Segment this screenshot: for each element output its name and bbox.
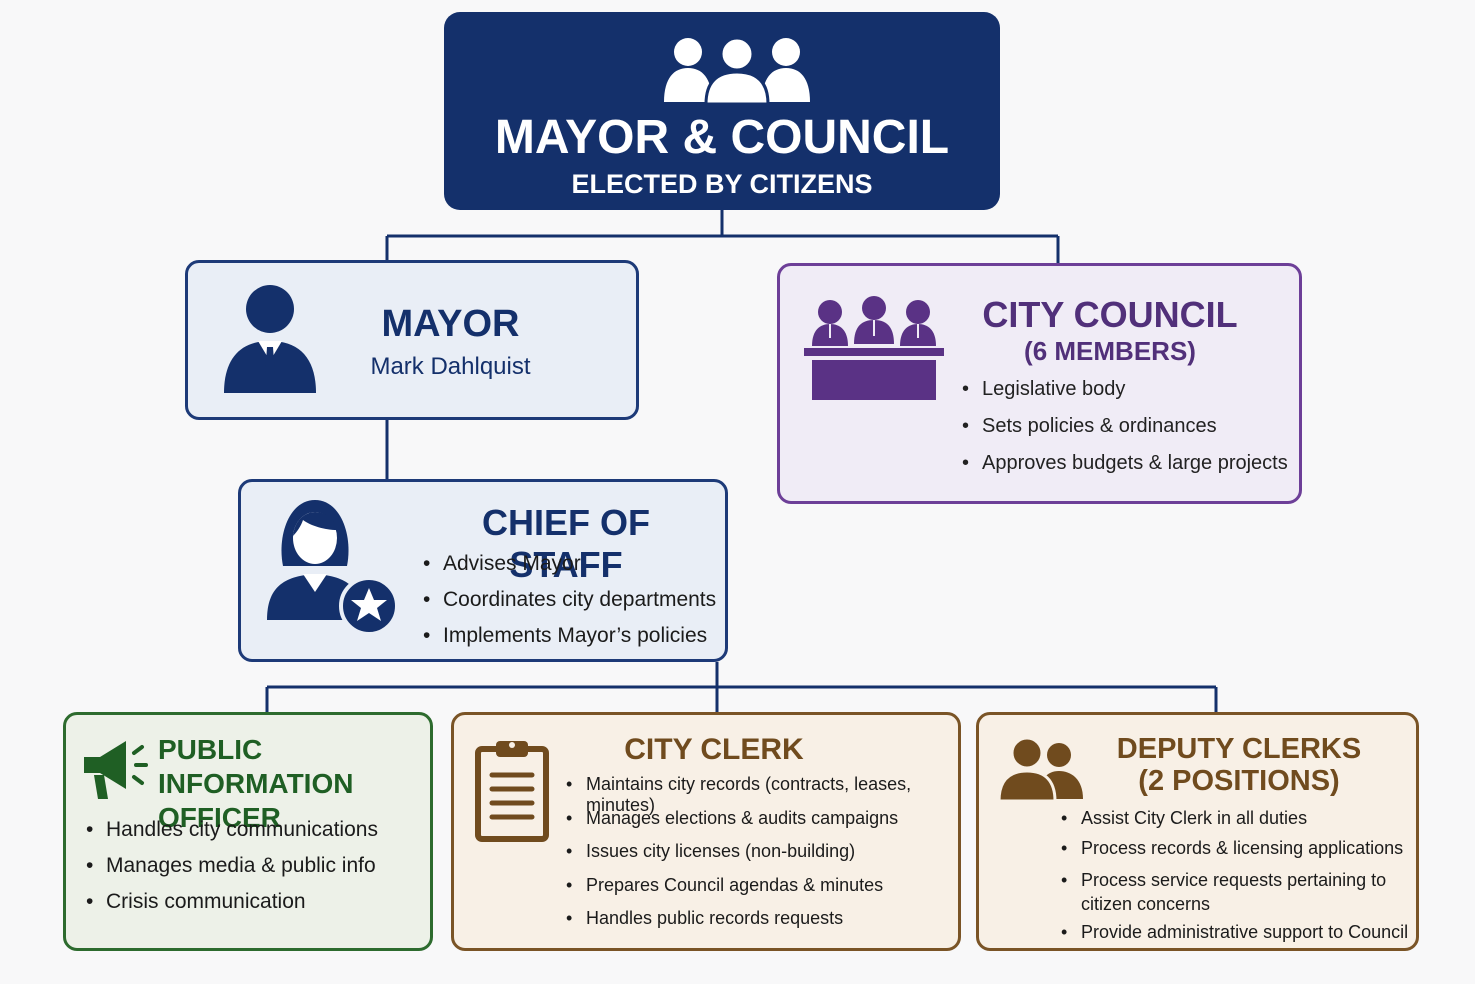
mayor-name: Mark Dahlquist <box>370 353 531 380</box>
council-subtitle: (6 MEMBERS) <box>1024 336 1196 366</box>
list-item: Maintains city records (contracts, lease… <box>564 774 958 815</box>
list-item: Manages elections & audits campaigns <box>564 808 958 842</box>
list-item: Coordinates city departments <box>421 588 716 624</box>
deputy-duties: Assist City Clerk in all duties Process … <box>1059 808 1409 952</box>
mayor-title: MAYOR <box>381 303 520 345</box>
list-item: Process service requests pertaining to c… <box>1059 868 1409 922</box>
city-council-box: CITY COUNCIL (6 MEMBERS) Legislative bod… <box>777 263 1302 504</box>
mayor-council-box: MAYOR & COUNCIL ELECTED BY CITIZENS <box>444 12 1000 210</box>
list-item: Issues city licenses (non-building) <box>564 841 958 875</box>
list-item: Approves budgets & large projects <box>960 452 1288 489</box>
pio-duties: Handles city communications Manages medi… <box>84 818 378 926</box>
list-item: Assist City Clerk in all duties <box>1059 808 1409 838</box>
two-people-icon <box>997 736 1085 808</box>
mayor-box: MAYOR Mark Dahlquist <box>185 260 639 420</box>
deputy-title: DEPUTY CLERKS (2 POSITIONS) <box>1099 733 1379 797</box>
megaphone-icon <box>80 737 150 806</box>
list-item: Handles public records requests <box>564 908 958 942</box>
list-item: Manages media & public info <box>84 854 378 890</box>
clerk-duties: Maintains city records (contracts, lease… <box>564 774 958 942</box>
clerk-title: CITY CLERK <box>624 733 804 766</box>
council-duties: Legislative body Sets policies & ordinan… <box>960 378 1288 489</box>
top-subtitle: ELECTED BY CITIZENS <box>571 169 873 199</box>
list-item: Prepares Council agendas & minutes <box>564 875 958 909</box>
list-item: Advises Mayor <box>421 552 716 588</box>
clipboard-icon <box>474 737 550 848</box>
chief-of-staff-box: CHIEF OF STAFF Advises Mayor Coordinates… <box>238 479 728 662</box>
deputy-title-line2: (2 POSITIONS) <box>1138 765 1340 797</box>
pio-title-line1: PUBLIC INFORMATION <box>158 734 354 799</box>
list-item: Crisis communication <box>84 890 378 926</box>
businessman-icon <box>222 285 318 400</box>
list-item: Legislative body <box>960 378 1288 415</box>
woman-star-icon <box>263 496 399 641</box>
chief-duties: Advises Mayor Coordinates city departmen… <box>421 552 716 660</box>
council-title: CITY COUNCIL <box>982 294 1238 335</box>
list-item: Implements Mayor’s policies <box>421 624 716 660</box>
deputy-clerks-box: DEPUTY CLERKS (2 POSITIONS) Assist City … <box>976 712 1419 951</box>
public-information-officer-box: PUBLIC INFORMATION OFFICER Handles city … <box>63 712 433 951</box>
list-item: Provide administrative support to Counci… <box>1059 922 1409 952</box>
city-clerk-box: CITY CLERK Maintains city records (contr… <box>451 712 961 951</box>
list-item: Sets policies & ordinances <box>960 415 1288 452</box>
group-icon <box>662 34 812 109</box>
list-item: Process records & licensing applications <box>1059 838 1409 868</box>
list-item: Handles city communications <box>84 818 378 854</box>
top-title: MAYOR & COUNCIL <box>494 111 950 164</box>
deputy-title-line1: DEPUTY CLERKS <box>1116 733 1362 765</box>
council-bench-icon <box>804 296 944 407</box>
